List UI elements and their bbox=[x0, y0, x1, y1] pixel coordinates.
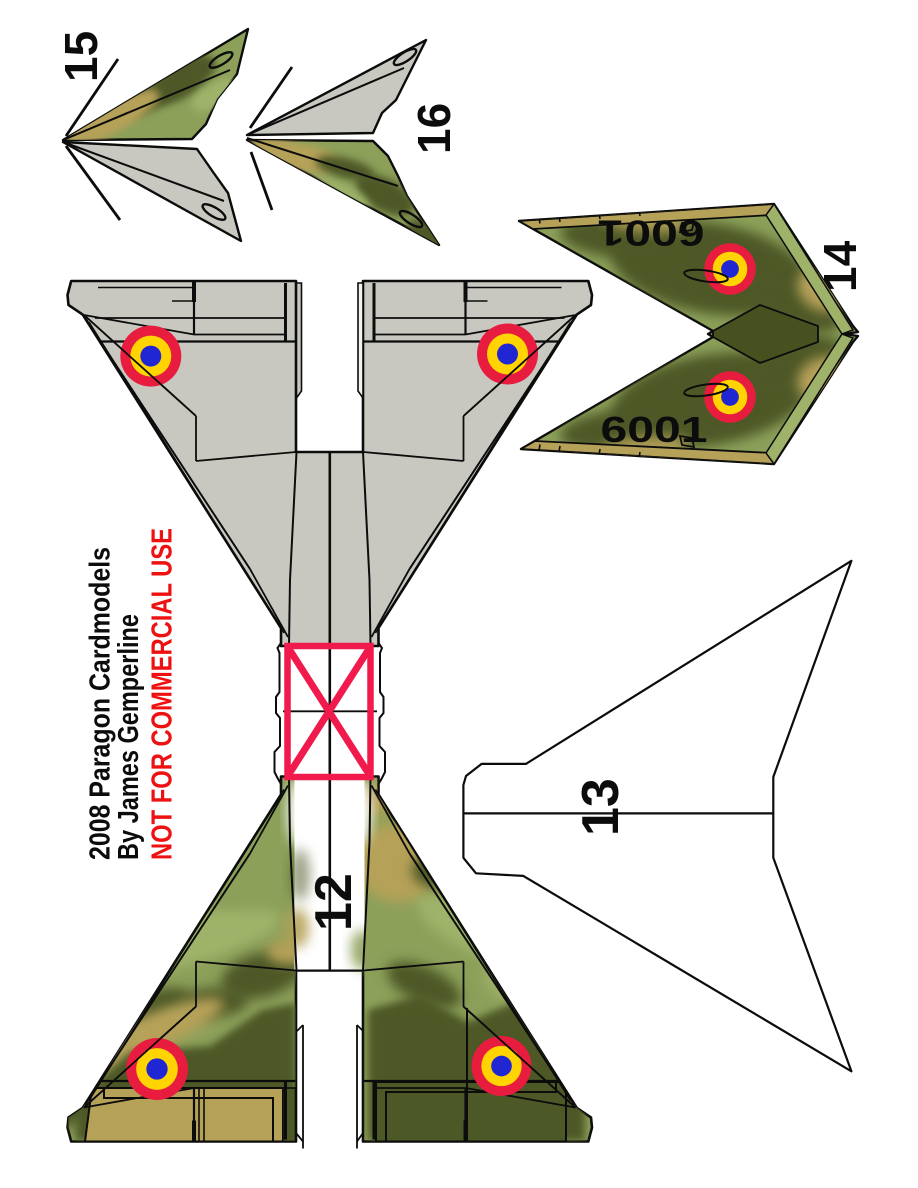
svg-text:14: 14 bbox=[814, 240, 866, 292]
svg-text:13: 13 bbox=[572, 778, 630, 836]
svg-text:6001: 6001 bbox=[601, 409, 708, 450]
svg-text:2008 Paragon Cardmodels: 2008 Paragon Cardmodels bbox=[85, 547, 117, 860]
svg-text:NOT FOR COMMERCIAL USE: NOT FOR COMMERCIAL USE bbox=[147, 528, 179, 860]
svg-text:6001: 6001 bbox=[598, 213, 705, 254]
svg-text:15: 15 bbox=[55, 31, 107, 82]
svg-text:12: 12 bbox=[305, 873, 363, 931]
svg-text:16: 16 bbox=[408, 103, 460, 154]
svg-text:By James Gemperline: By James Gemperline bbox=[113, 614, 145, 860]
